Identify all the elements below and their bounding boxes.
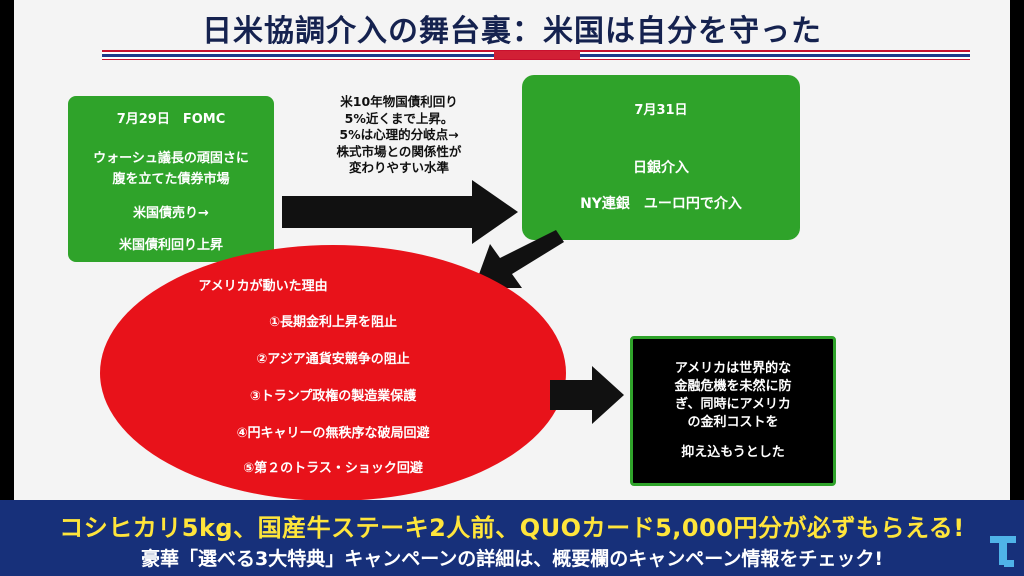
reasons-heading: アメリカが動いた理由 [198, 279, 328, 294]
reason-item-1: ①長期金利上昇を阻止 [268, 315, 397, 330]
fomc-box: 7月29日 FOMC ウォーシュ議長の頑固さに 腹を立てた債券市場 米国債売り→… [68, 96, 274, 262]
intervention-box: 7月31日 日銀介入 NY連銀 ユーロ円で介入 [522, 75, 800, 240]
arrow-right-icon [550, 366, 624, 424]
intervention-line-1: 日銀介入 [633, 160, 689, 176]
promo-banner-headline: コシヒカリ5kg、国産牛ステーキ2人前、QUOカード5,000円分が必ずもらえる… [59, 514, 965, 542]
slide-title: 日米協調介入の舞台裏：米国は自分を守った [202, 14, 822, 49]
fomc-line-2: 腹を立てた債券市場 [112, 172, 230, 187]
conclusion-line-1: アメリカは世界的な [674, 361, 792, 376]
fomc-line-4: 米国債利回り上昇 [118, 238, 223, 253]
reason-item-3: ③トランプ政権の製造業保護 [249, 389, 417, 404]
promo-banner: コシヒカリ5kg、国産牛ステーキ2人前、QUOカード5,000円分が必ずもらえる… [0, 500, 1024, 576]
yield-note-line-2: 5%近くまで上昇。 [344, 110, 454, 126]
fomc-line-1: ウォーシュ議長の頑固さに [93, 151, 249, 166]
yield-note-line-3: 5%は心理的分岐点→ [339, 127, 459, 142]
t-logo-icon [990, 536, 1016, 567]
fomc-heading: 7月29日 FOMC [116, 112, 226, 127]
reason-item-4: ④円キャリーの無秩序な破局回避 [236, 426, 430, 441]
yield-note-line-4: 株式市場との関係性が [336, 143, 462, 159]
yield-note-line-1: 米10年物国債利回り [340, 94, 458, 109]
conclusion-line-4: の金利コストを [687, 415, 779, 430]
conclusion-box: アメリカは世界的な 金融危機を未然に防 ぎ、同時にアメリカ の金利コストを 抑え… [630, 336, 836, 486]
intervention-line-2: NY連銀 ユーロ円で介入 [580, 196, 742, 212]
arrow-down-left-icon [474, 230, 564, 288]
title-underline-flag-band [102, 50, 970, 60]
reasons-oval: アメリカが動いた理由 ①長期金利上昇を阻止 ②アジア通貨安競争の阻止 ③トランプ… [100, 245, 566, 501]
conclusion-line-3: ぎ、同時にアメリカ [675, 397, 791, 412]
yield-note-line-5: 変わりやすい水準 [348, 160, 449, 175]
slide: 日米協調介入の舞台裏：米国は自分を守った 7月29日 FOMC ウォーシュ議長の… [14, 0, 1010, 501]
conclusion-line-5: 抑え込もうとした [681, 445, 785, 460]
reason-item-5: ⑤第２のトラス・ショック回避 [243, 461, 423, 476]
arrow-right-icon [282, 180, 518, 244]
reason-item-2: ②アジア通貨安競争の阻止 [256, 352, 410, 367]
intervention-heading: 7月31日 [634, 103, 688, 118]
fomc-line-3: 米国債売り→ [133, 206, 209, 221]
conclusion-line-2: 金融危機を未然に防 [674, 379, 792, 394]
yield-note: 米10年物国債利回り 5%近くまで上昇。 5%は心理的分岐点→ 株式市場との関係… [304, 94, 494, 177]
promo-banner-subline: 豪華「選べる3大特典」キャンペーンの詳細は、概要欄のキャンペーン情報をチェック! [141, 548, 883, 570]
